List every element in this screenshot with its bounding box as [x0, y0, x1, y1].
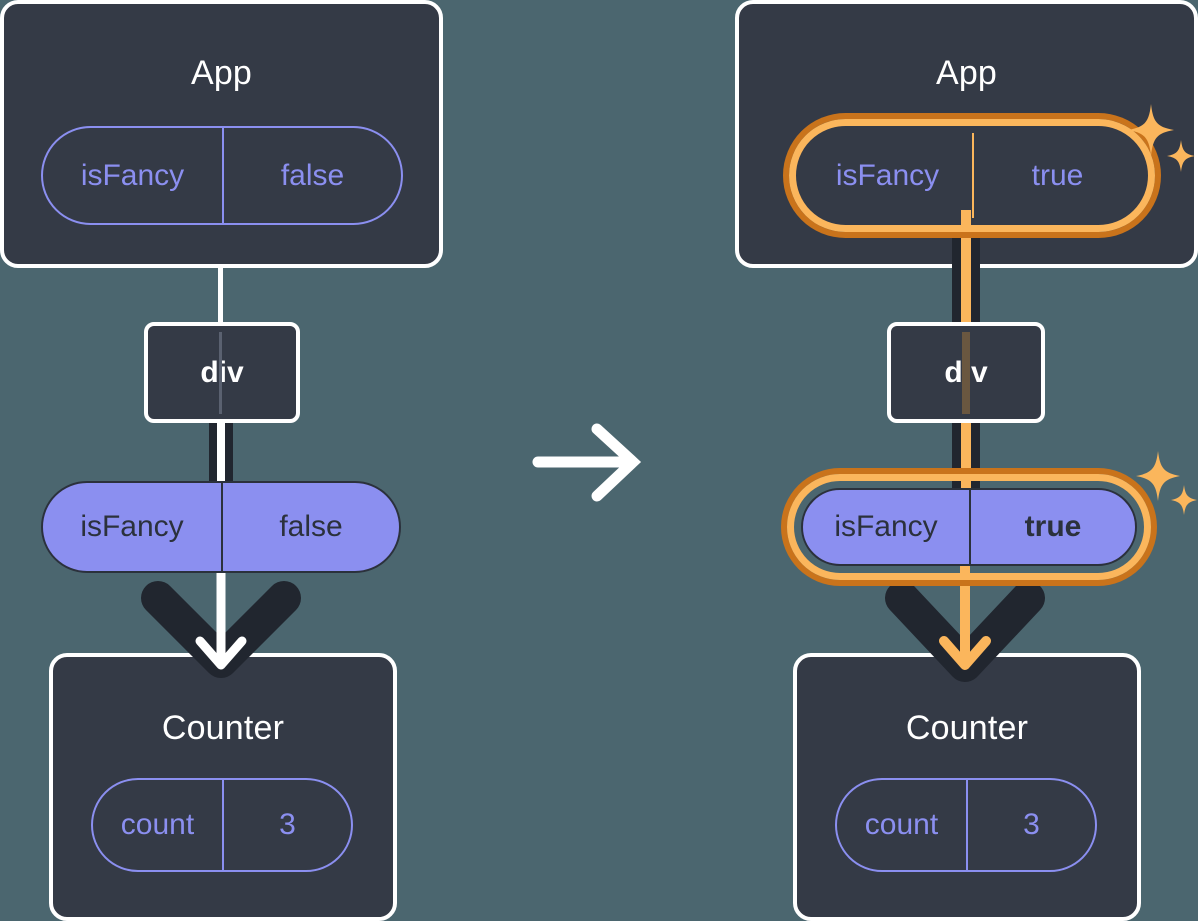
div-internal-line-after	[962, 332, 970, 414]
counter-state-pill-value-after: 3	[966, 780, 1095, 870]
counter-state-pill-key-after: count	[864, 808, 939, 841]
prop-pill-value-after: true	[969, 490, 1135, 564]
prop-pill-after[interactable]: isFancy true	[801, 488, 1137, 566]
app-state-pill-before[interactable]: isFancy false	[41, 126, 403, 225]
counter-title-before: Counter	[161, 709, 285, 747]
sparkle-icon-app-state	[1128, 104, 1195, 172]
app-state-pill-key-before: isFancy	[80, 158, 185, 192]
prop-pill-key-after: isFancy	[834, 510, 938, 543]
connector-div-to-prop-center-before	[217, 423, 225, 483]
app-state-pill-value-before: false	[222, 128, 401, 223]
app-title-after: App	[935, 54, 998, 92]
prop-pill-before[interactable]: isFancy false	[41, 481, 401, 573]
connector-div-to-prop-right-before	[225, 423, 233, 483]
app-title-before: App	[190, 54, 253, 92]
counter-state-pill-before[interactable]: count 3	[91, 778, 353, 872]
connector-div-to-prop-left-after	[952, 423, 961, 489]
app-state-pill-value-after: true	[972, 133, 1141, 218]
prop-pill-value-before: false	[221, 483, 399, 571]
transition-arrow-icon	[532, 423, 642, 502]
connector-app-to-div-right-after	[971, 236, 980, 328]
connector-app-to-div-left-after	[952, 236, 961, 328]
div-internal-line-before	[219, 332, 222, 414]
connector-app-to-div-before	[218, 268, 223, 326]
connector-div-to-prop-left-before	[209, 423, 217, 483]
connector-div-to-prop-right-after	[971, 423, 980, 489]
counter-state-pill-after[interactable]: count 3	[835, 778, 1097, 872]
connector-app-to-div-center-after	[961, 210, 971, 328]
sparkle-icon-prop-pill	[1136, 451, 1197, 515]
app-state-pill-after[interactable]: isFancy true	[803, 133, 1141, 218]
prop-pill-key-before: isFancy	[80, 510, 184, 543]
counter-state-pill-value-before: 3	[222, 780, 351, 870]
app-state-pill-highlight-ring-after	[789, 119, 1155, 232]
prop-arrow-before	[141, 571, 301, 678]
prop-pill-highlight-ring-after	[787, 474, 1151, 580]
connector-div-to-prop-center-after	[961, 423, 971, 489]
div-node-before: div	[144, 322, 300, 423]
counter-title-after: Counter	[905, 709, 1029, 747]
counter-state-pill-key-before: count	[120, 808, 195, 841]
app-state-pill-key-after: isFancy	[835, 158, 940, 192]
prop-arrow-after	[885, 565, 1045, 682]
